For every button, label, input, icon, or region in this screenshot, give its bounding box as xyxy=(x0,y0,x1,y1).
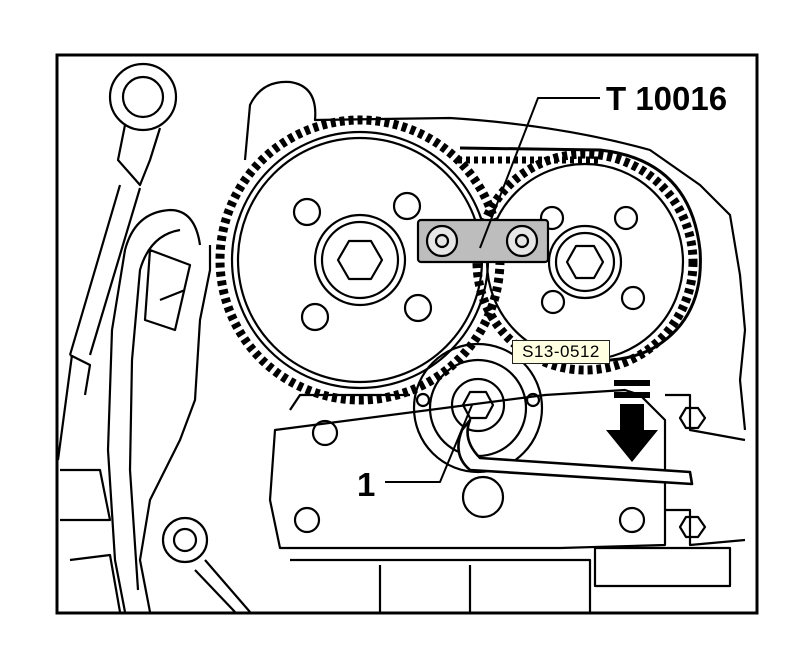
cylinder-head-outline xyxy=(243,80,747,431)
dipstick-tube xyxy=(68,124,162,396)
right-cam-bolt xyxy=(565,244,605,280)
dipstick-ring xyxy=(108,62,178,132)
tool-callout: T 10016 xyxy=(606,80,728,117)
part-leader-line xyxy=(385,404,473,483)
hex-key-tool xyxy=(457,418,694,486)
right-cam-sprocket xyxy=(472,149,698,375)
housing-bolt xyxy=(161,516,209,564)
timing-belt xyxy=(459,146,702,362)
reference-label: S13-0512 xyxy=(512,340,610,364)
bracket-bolt-lower xyxy=(678,515,707,539)
left-cam-bolt xyxy=(336,239,384,281)
engine-housing xyxy=(138,245,212,613)
bracket-bolt-upper xyxy=(678,406,707,430)
down-arrow-icon xyxy=(606,380,658,462)
wiring-harness xyxy=(106,208,202,613)
tool-leader-line xyxy=(479,97,600,249)
part-callout: 1 xyxy=(357,466,376,503)
blank-label-box xyxy=(593,546,732,588)
bottom-structure xyxy=(290,558,592,612)
tensioner-pulley xyxy=(412,342,544,474)
tensioner-hex xyxy=(461,390,495,420)
right-bracket xyxy=(665,393,746,547)
